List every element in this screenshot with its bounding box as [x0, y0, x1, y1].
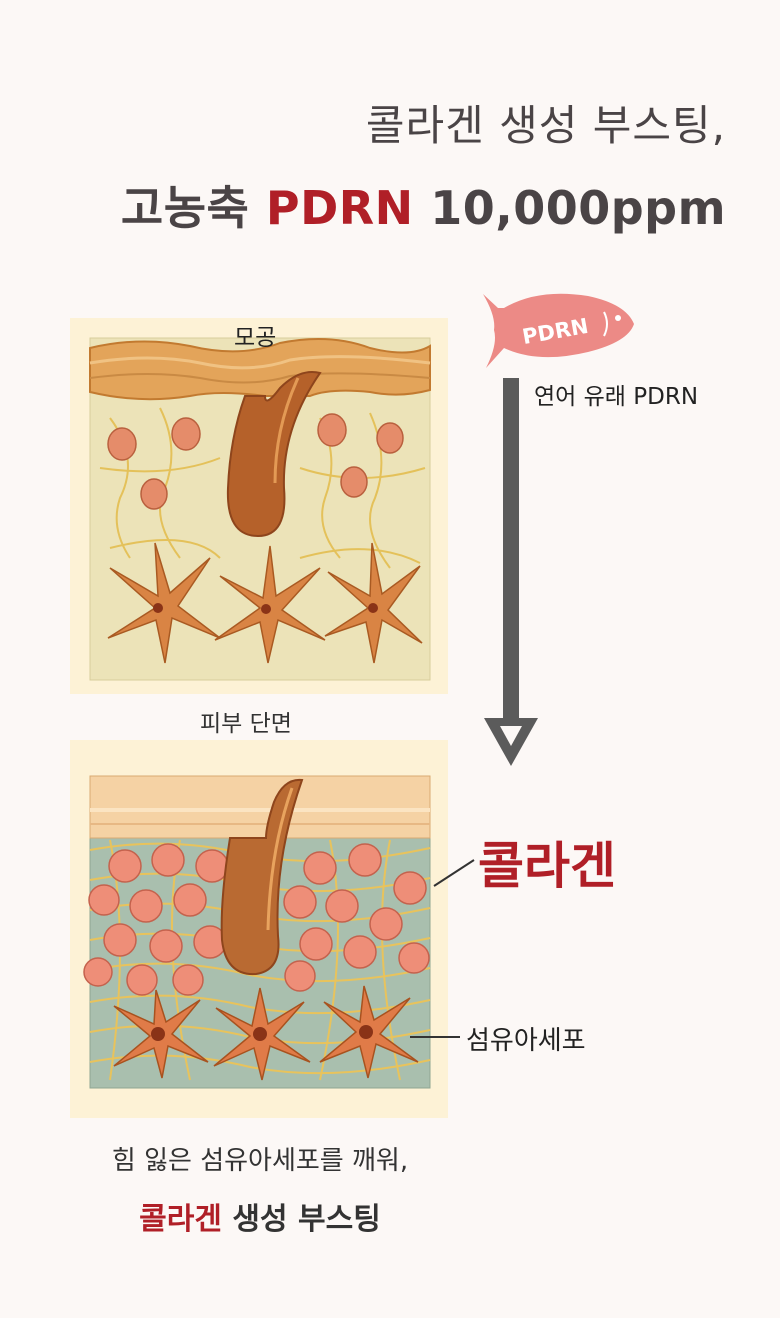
collagen-pointer-line: [433, 859, 475, 887]
caption-line-1: 힘 잃은 섬유아세포를 깨워,: [111, 1146, 409, 1176]
arrow-label: 연어 유래 PDRN: [534, 384, 699, 410]
fibroblast-label: 섬유아세포: [466, 1026, 586, 1056]
caption-line-2: 콜라겐 생성 부스팅: [0, 1194, 520, 1238]
caption-rest: 생성 부스팅: [221, 1202, 381, 1237]
fibroblast-pointer-line: [410, 1036, 460, 1038]
pore-label: 모공: [234, 325, 277, 351]
down-arrow-icon: [484, 378, 538, 766]
caption-highlight: 콜라겐: [139, 1202, 222, 1237]
headline-line-2: 고농축 PDRN 10,000ppm: [121, 172, 726, 238]
headline-suffix: 10,000ppm: [413, 181, 726, 235]
salmon-icon: PDRN: [483, 293, 634, 368]
skin-cross-section-illustration: [70, 318, 448, 694]
headline-line-1: 콜라겐 생성 부스팅,: [365, 101, 726, 150]
skin-cross-section-caption: 피부 단면: [200, 711, 292, 737]
headline-highlight: PDRN: [265, 181, 414, 235]
collagen-label: 콜라겐: [478, 837, 616, 895]
collagen-skin-illustration: [70, 740, 448, 1118]
headline-prefix: 고농축: [120, 181, 266, 235]
